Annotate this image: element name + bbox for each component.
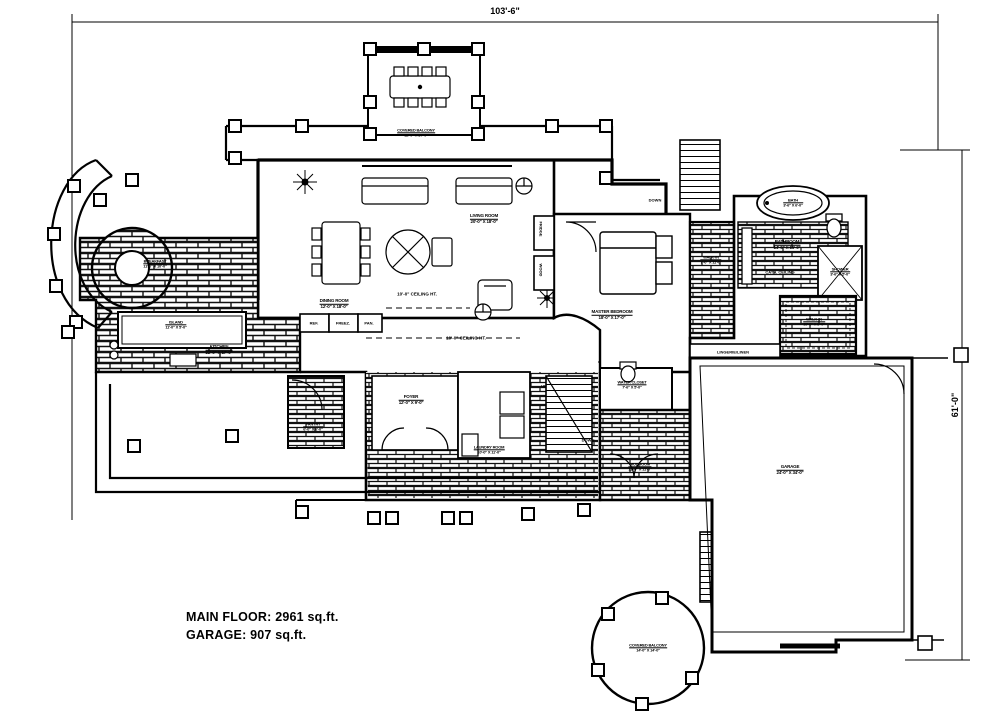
- note-wood-box: WOOD: [538, 263, 544, 277]
- area-main-floor: MAIN FLOOR: 2961 sq.ft.: [186, 610, 339, 624]
- covered-balcony-upper-shape: [363, 42, 485, 141]
- central-hall: [300, 370, 602, 502]
- living-room-furniture: [361, 165, 513, 311]
- note-down-mid: DOWN: [581, 437, 595, 443]
- pantry-shape: [287, 375, 345, 449]
- note-down-garage: DOWN: [708, 580, 714, 594]
- mudroom-shape: [598, 408, 692, 502]
- appliance-row: [299, 313, 383, 333]
- curved-porch: [50, 158, 113, 330]
- master-bedroom-shape: [533, 212, 692, 374]
- note-up-foyer: UP: [541, 383, 547, 389]
- ceiling-fan: [474, 177, 533, 321]
- deck-posts: [228, 119, 613, 185]
- overall-dimension-top: 103'-6": [490, 6, 520, 16]
- lower-porch: [94, 372, 600, 494]
- stairs-upper-right: [679, 139, 721, 211]
- note-ceiling-dining: 10'-0" CEILING HT.: [397, 291, 437, 297]
- note-lingerie-linen: LINGERIE/LINEN: [716, 349, 750, 355]
- walk-in-right-shape: [778, 294, 858, 356]
- porch-posts: [47, 173, 139, 339]
- dining-table: [311, 221, 371, 285]
- note-down-upper: DOWN: [648, 197, 662, 203]
- dimension-lines: [71, 14, 970, 661]
- stairs-center: [545, 375, 593, 453]
- area-garage: GARAGE: 907 sq.ft.: [186, 628, 307, 643]
- note-fridge: FRIDGE: [538, 221, 544, 237]
- note-pantry-cabinet: PAN.: [364, 320, 374, 326]
- note-freezer: FREEZ.: [335, 320, 351, 326]
- note-refrigerator: REF.: [309, 320, 319, 326]
- kitchen-brick-area: [78, 226, 302, 374]
- note-ceiling-hall: 10'-0" CEILING HT.: [446, 335, 486, 341]
- lower-porch-posts: [127, 429, 591, 525]
- overall-dimension-right: 61'-0": [950, 392, 960, 418]
- walk-in-left-shape: [688, 220, 736, 340]
- note-cath-ceiling: CATH. CEILING: [765, 269, 795, 275]
- garage-shape: [688, 347, 969, 654]
- area-summary: MAIN FLOOR: 2961 sq.ft. GARAGE: 907 sq.f…: [186, 608, 339, 644]
